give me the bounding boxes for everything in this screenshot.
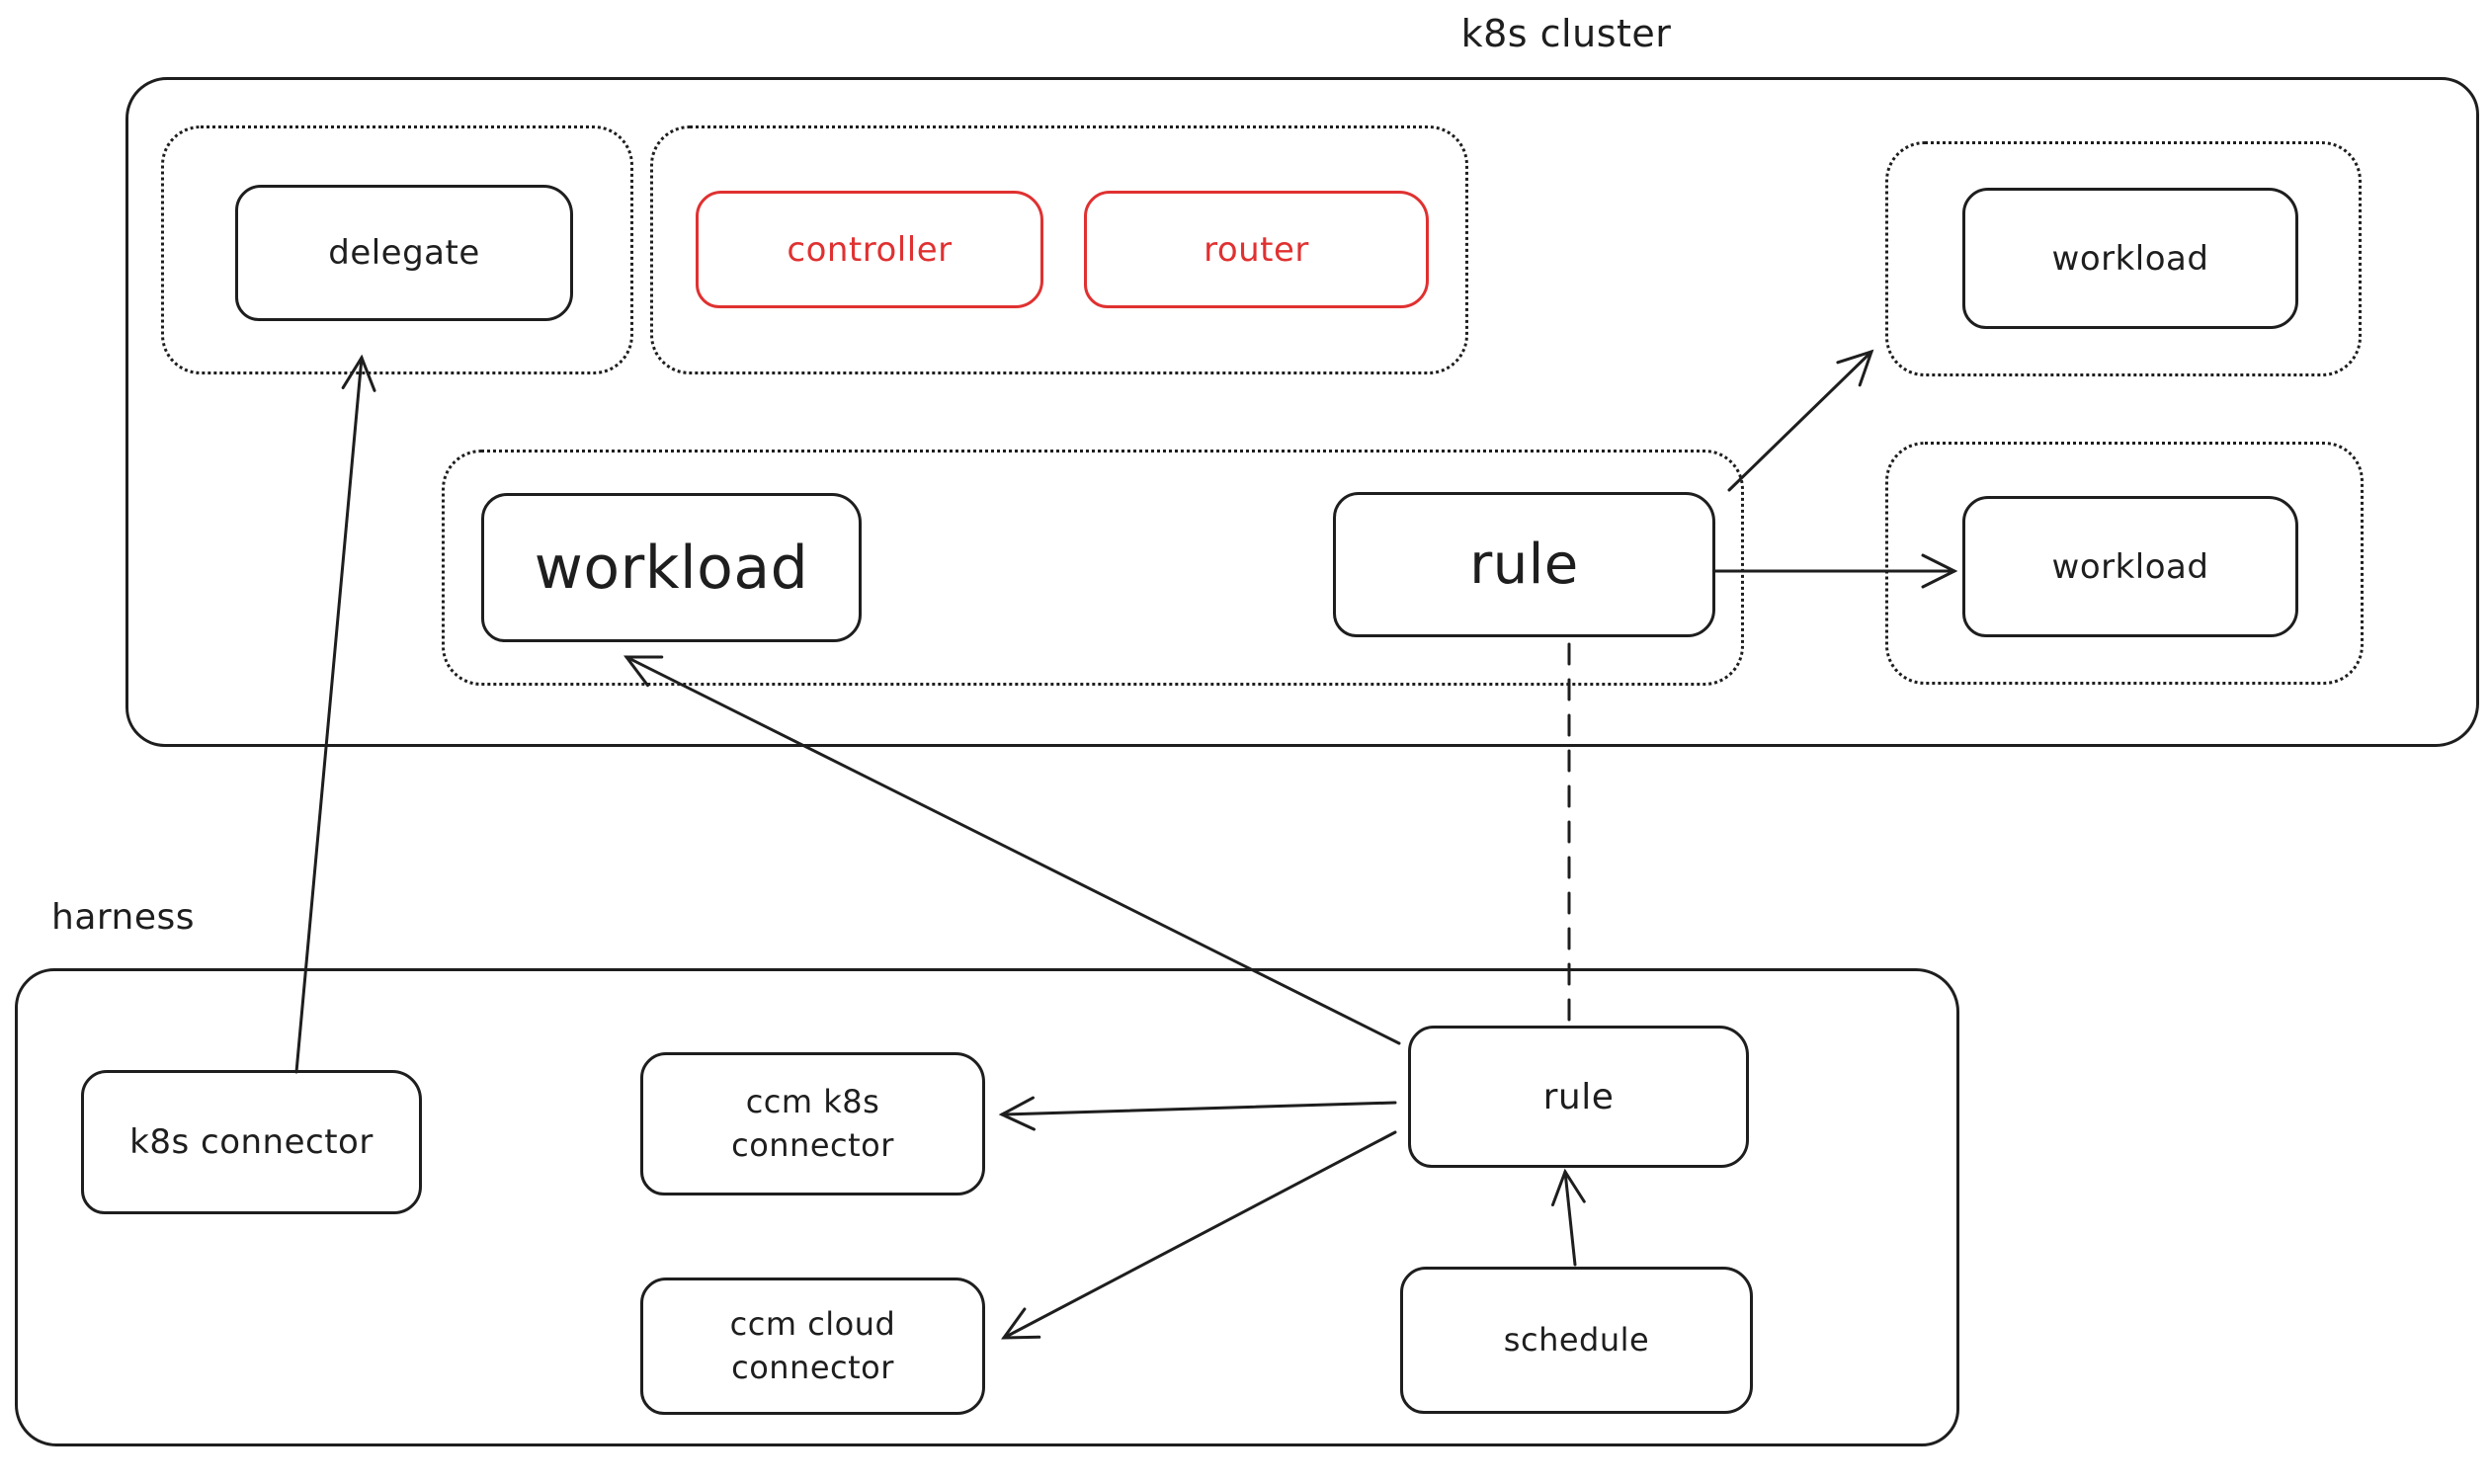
harness-label: harness [51, 897, 196, 938]
schedule-node: schedule [1400, 1267, 1753, 1414]
ccm-k8s-connector-line2: connector [731, 1125, 894, 1164]
controller-node: controller [696, 191, 1043, 308]
rule-k8s-node: rule [1333, 492, 1715, 637]
ccm-cloud-connector-line1: ccm cloud [729, 1305, 896, 1344]
k8s-cluster-label: k8s cluster [1460, 12, 1672, 55]
workload-top-right-dotted-container [1885, 141, 2362, 376]
k8s-connector-node: k8s connector [81, 1070, 422, 1214]
ccm-cloud-connector-node: ccm cloud connector [640, 1278, 985, 1415]
ccm-cloud-connector-line2: connector [731, 1348, 894, 1386]
delegate-dotted-container [161, 125, 633, 374]
rule-harness-node: rule [1408, 1026, 1749, 1168]
delegate-node: delegate [235, 185, 573, 321]
workload-mid-right-dotted-container [1885, 442, 2364, 685]
ccm-k8s-connector-node: ccm k8s connector [640, 1052, 985, 1195]
workload-main-node: workload [481, 493, 862, 642]
ccm-k8s-connector-line1: ccm k8s [745, 1083, 880, 1121]
workload-top-right-node: workload [1962, 188, 2298, 329]
router-node: router [1084, 191, 1429, 308]
controller-router-dotted-container [650, 125, 1468, 374]
workload-mid-right-node: workload [1962, 496, 2298, 637]
